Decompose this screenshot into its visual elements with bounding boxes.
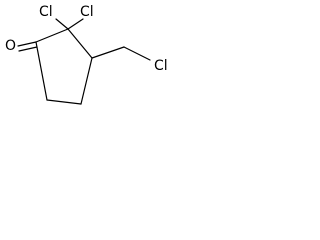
- bond-carbonyl-2: [18, 46, 38, 52]
- oxygen-label: O: [5, 38, 16, 54]
- chlorine-label-3: Cl: [154, 58, 168, 74]
- bond-c3-c4: [80, 57, 93, 105]
- bond-c2-c3: [67, 28, 93, 59]
- bond-c2-cl2: [67, 18, 84, 30]
- bond-c3-ch2: [91, 46, 125, 59]
- bond-ch2-cl: [123, 46, 151, 61]
- chlorine-label-2: Cl: [80, 4, 94, 20]
- bond-c4-c5: [46, 99, 82, 105]
- chemical-structure: O Cl Cl Cl: [5, 4, 168, 105]
- bond-carbonyl-1: [17, 41, 37, 47]
- bond-c2-cl1: [55, 18, 69, 30]
- chlorine-label-1: Cl: [39, 4, 53, 20]
- bond-c1-c2: [35, 28, 69, 43]
- bond-c5-c1: [35, 41, 48, 101]
